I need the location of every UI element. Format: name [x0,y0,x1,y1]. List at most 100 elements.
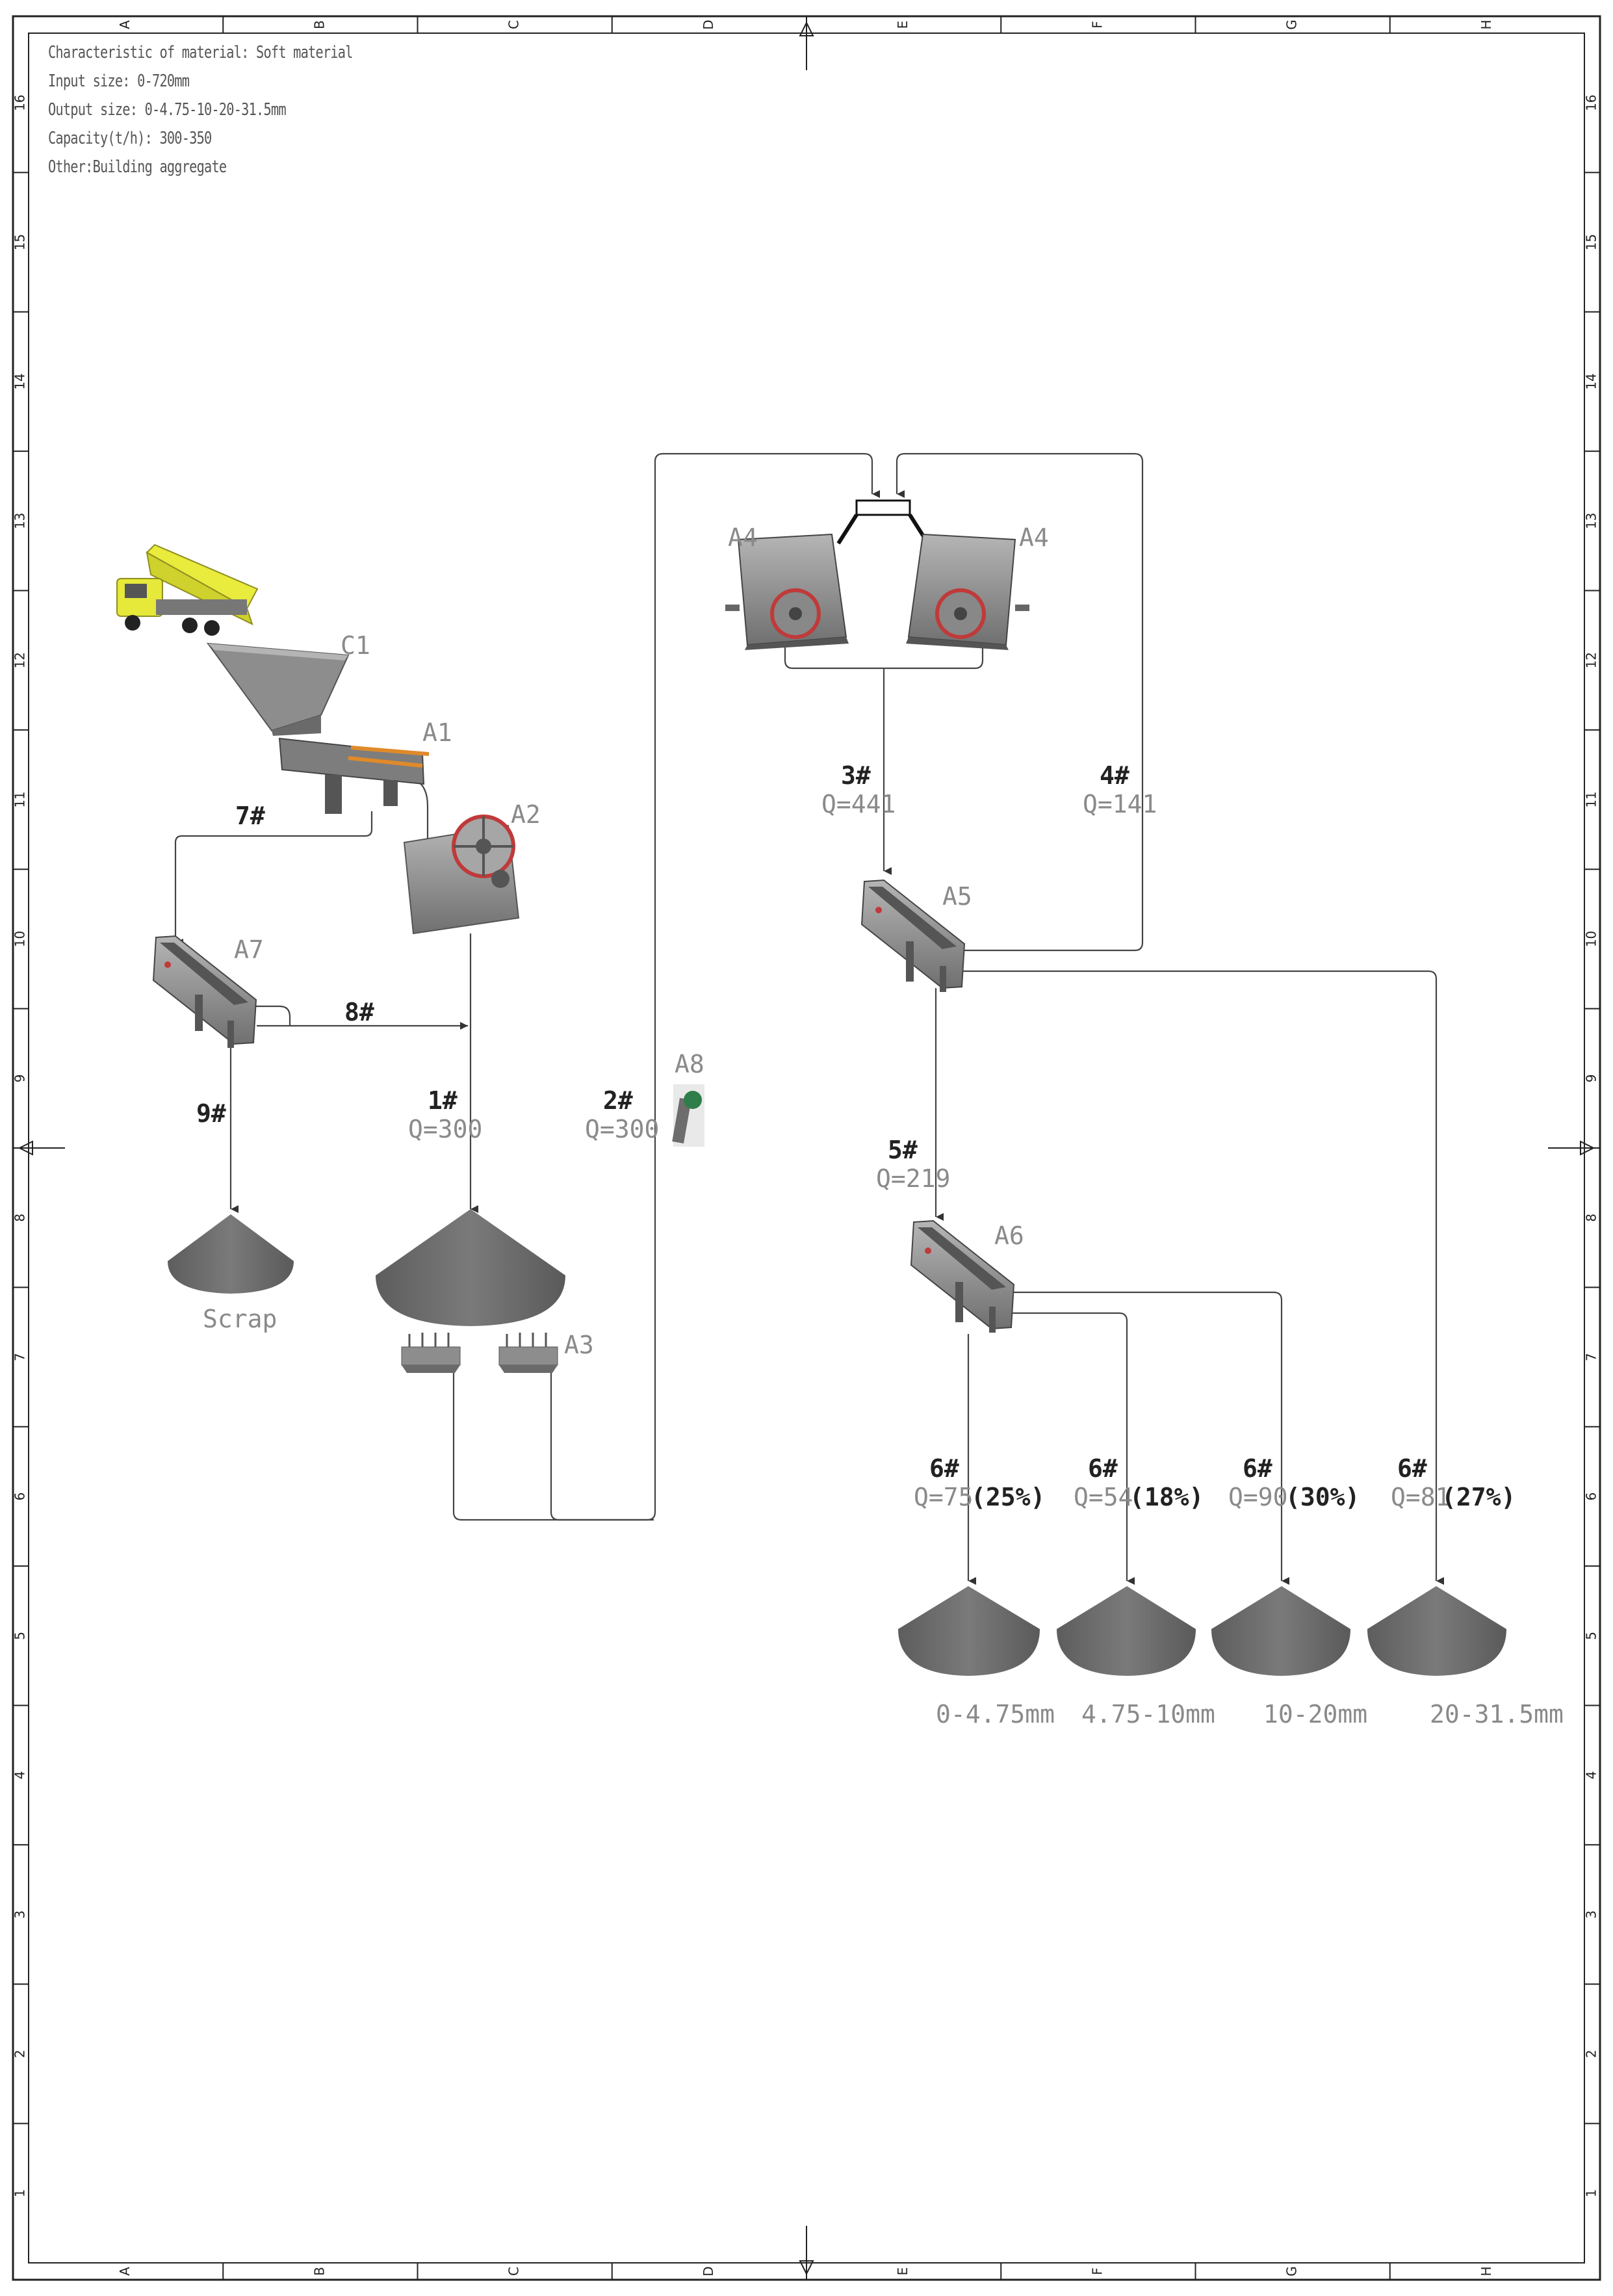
feeder-a3-left [401,1333,461,1373]
flow-2-q: Q=300 [585,1115,659,1143]
frame-column-label: E [895,2267,910,2276]
flow-9-id: 9# [196,1099,226,1128]
capacity: Capacity(t/h): 300-350 [48,129,212,148]
flow-lines [174,452,1444,1585]
flow-6b-pct: (18%) [1129,1483,1204,1511]
frame-row-label: 1 [1584,2189,1599,2197]
frame-row-label: 14 [1584,373,1599,389]
frame-row-label: 4 [12,1771,28,1779]
feeder-a3-right [498,1333,558,1373]
product-pile-2 [1057,1586,1196,1676]
centering-marks [16,20,1597,2276]
other-info: Other:Building aggregate [48,157,227,177]
flow-6c-q: Q=90 [1228,1483,1288,1511]
frame-column-label: A [117,20,133,29]
frame-row-label: 11 [12,791,28,807]
frame-column-label: G [1284,20,1300,30]
frame-grid-ticks [13,16,1600,2280]
label-a2: A2 [511,800,541,829]
separator-a8 [672,1084,704,1147]
label-a1: A1 [422,718,452,747]
vibrating-feeder-a1 [278,737,430,814]
product-labels: Scrap 0-4.75mm 4.75-10mm 10-20mm 20-31.5… [203,1305,1564,1729]
frame-column-label: B [311,2267,327,2276]
flow-8-id: 8# [344,998,374,1026]
flow-6a-id: 6# [929,1454,959,1483]
drawing-frame [12,15,1601,2281]
flow-6d-id: 6# [1397,1454,1427,1483]
flow-1-id: 1# [428,1086,458,1115]
input-size: Input size: 0-720mm [48,72,190,91]
flow-2-id: 2# [603,1086,633,1115]
dump-truck-icon [116,543,259,636]
frame-row-label: 9 [1584,1074,1599,1082]
label-a4-left: A4 [728,523,758,552]
flow-4-q: Q=141 [1083,790,1157,818]
frame-row-label: 10 [12,931,28,947]
hopper-c1 [206,642,350,736]
frame-row-label: 6 [1584,1493,1599,1501]
frame-row-label: 2 [12,2050,28,2058]
frame-row-label: 6 [12,1493,28,1501]
frame-column-label: D [701,20,716,29]
flow-6d-q: Q=81 [1391,1483,1451,1511]
frame-column-label: H [1478,20,1494,29]
frame-row-label: 14 [12,373,28,389]
frame-column-label: A [117,2267,133,2276]
frame-row-label: 16 [1584,94,1599,111]
flow-4-id: 4# [1100,761,1129,790]
frame-column-label: G [1284,2266,1300,2276]
product-label-4: 20-31.5mm [1430,1700,1564,1729]
product-pile-3 [1211,1586,1350,1676]
product-scrap-label: Scrap [203,1305,277,1333]
label-a5: A5 [942,882,972,911]
frame-column-label: C [506,20,522,29]
flow-6b-q: Q=54 [1074,1483,1133,1511]
impact-crusher-a4-right [906,533,1029,650]
frame-column-label: H [1478,2266,1494,2276]
vibrating-screen-a7 [152,935,257,1048]
label-c1: C1 [341,631,370,660]
product-pile-1 [898,1586,1040,1676]
frame-column-label: C [506,2267,522,2276]
vibrating-screen-a5 [860,879,966,992]
frame-row-label: 3 [1584,1911,1599,1919]
product-label-1: 0-4.75mm [936,1700,1055,1729]
frame-column-label: F [1089,2267,1105,2275]
flow-6b-id: 6# [1088,1454,1118,1483]
frame-row-label: 2 [1584,2050,1599,2058]
frame-row-label: 16 [12,94,28,111]
impact-crusher-a4-left [725,533,849,650]
frame-row-label: 12 [12,652,28,668]
frame-row-label: 7 [12,1353,28,1361]
vibrating-screen-a6 [910,1220,1015,1333]
frame-row-label: 10 [1584,931,1599,947]
label-a4-right: A4 [1019,523,1049,552]
frame-row-label: 5 [12,1632,28,1640]
material-characteristic: Characteristic of material: Soft materia… [48,43,353,62]
output-size: Output size: 0-4.75-10-20-31.5mm [48,100,287,120]
frame-row-label: 5 [1584,1632,1599,1640]
equipment-labels: C1 A1 A2 A7 A3 A8 A4 A4 A5 A6 [234,523,1049,1359]
frame-row-label: 12 [1584,652,1599,668]
jaw-crusher-a2 [403,815,520,935]
intermediate-pile [376,1209,565,1326]
flow-1-q: Q=300 [408,1115,482,1143]
product-label-2: 4.75-10mm [1081,1700,1215,1729]
label-a7: A7 [234,935,264,964]
flow-labels: 7# 8# 9# 1# Q=300 2# Q=300 3# Q=441 4# Q… [196,761,1516,1511]
label-a8: A8 [675,1050,704,1078]
flow-3-id: 3# [841,761,871,790]
frame-row-label: 13 [1584,513,1599,529]
frame-row-label: 4 [1584,1771,1599,1779]
frame-column-label: D [701,2266,716,2276]
frame-column-label: B [311,20,327,29]
flow-6d-pct: (27%) [1441,1483,1516,1511]
frame-row-label: 1 [12,2189,28,2197]
frame-row-label: 13 [12,513,28,529]
frame-row-label: 8 [12,1214,28,1222]
frame-row-label: 11 [1584,791,1599,807]
scrap-pile [168,1214,294,1294]
